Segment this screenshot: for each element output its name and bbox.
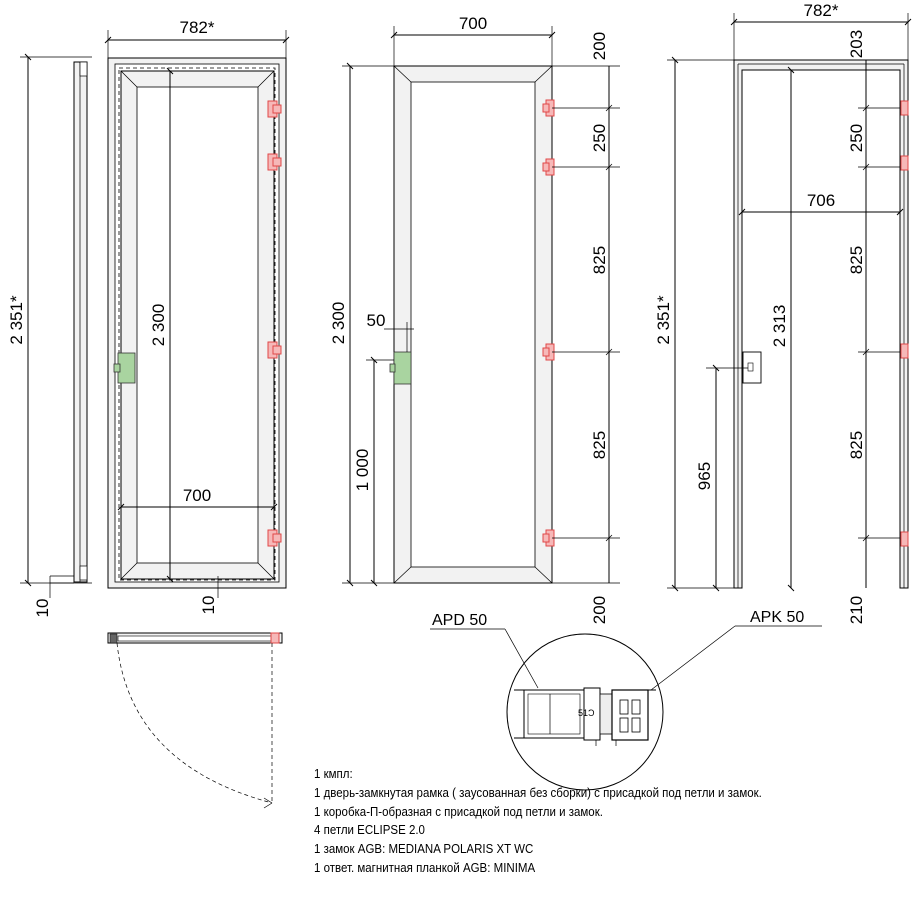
note-line: 1 ответ. магнитная планкой AGB: MINIMA — [314, 860, 536, 875]
leaf-dim-bottom: 200 — [590, 596, 609, 624]
assembly-height-dimension: 2 351* — [7, 53, 92, 587]
assembly-frame — [107, 57, 287, 589]
leaf-lock-height-label: 1 000 — [353, 449, 372, 492]
note-line: 4 петли ECLIPSE 2.0 — [314, 823, 425, 838]
leaf-dim-top: 200 — [590, 32, 609, 60]
frame-hinge-chain-dimension: 203 250 825 825 210 — [847, 30, 900, 624]
frame-hinge — [900, 343, 909, 359]
leaf-height-dimension: 2 300 — [329, 62, 394, 587]
frame-inner-width-dimension: 706 — [738, 191, 904, 216]
leaf-dim-hinge-spacing: 250 — [590, 124, 609, 152]
assembly-height-label: 2 351* — [7, 295, 26, 345]
frame-width-dimension: 782* — [730, 1, 912, 60]
assembly-leaf-width-label: 700 — [183, 486, 211, 505]
frame-inner-height-label: 2 313 — [770, 305, 789, 348]
leaf-lock-offset-label: 50 — [367, 311, 386, 330]
section-label-apk: APK 50 — [750, 609, 804, 626]
leaf-lock — [389, 351, 412, 385]
assembly-view: 782* 2 351* 2 300 700 10 10 — [7, 18, 290, 809]
frame-dim-top: 203 — [847, 30, 866, 58]
assembly-width-dimension: 782* — [104, 18, 290, 58]
section-label-apd: APD 50 — [432, 612, 487, 629]
section-profile-mark: 51Ɔ — [578, 708, 595, 718]
frame-profile — [733, 59, 909, 589]
note-line: 1 кмпл: — [314, 767, 353, 781]
assembly-hinge — [267, 100, 282, 118]
specification-notes: 1 кмпл: 1 дверь-замкнутая рамка ( заусов… — [314, 765, 914, 878]
frame-dim-hinge-spacing: 250 — [847, 124, 866, 152]
frame-dim-bottom: 210 — [847, 596, 866, 624]
note-line: 1 замок AGB: MEDIANA POLARIS XT WC — [314, 842, 534, 857]
assembly-side-profile — [73, 61, 88, 583]
assembly-hinge — [267, 341, 282, 359]
assembly-gap-bottom-label: 10 — [199, 596, 218, 615]
assembly-leaf-height-label: 2 300 — [149, 304, 168, 347]
assembly-leaf-width-dimension: 700 — [117, 486, 278, 511]
leaf-width-dimension: 700 — [390, 14, 556, 66]
frame-height-label: 2 351* — [654, 295, 673, 345]
frame-dim-lower-span: 825 — [847, 431, 866, 459]
assembly-gap-left-label: 10 — [33, 599, 52, 618]
section-profile: 51Ɔ — [514, 687, 656, 746]
section-detail: APD 50 APK 50 51Ɔ — [430, 609, 822, 791]
leaf-dim-lower-span: 825 — [590, 431, 609, 459]
frame-hinge — [900, 100, 909, 116]
frame-width-label: 782* — [804, 1, 839, 20]
assembly-leaf-height-dimension: 2 300 — [149, 67, 174, 583]
frame-hinge — [900, 531, 909, 547]
note-line: 1 коробка-П-образная с присадкой под пет… — [314, 804, 603, 819]
assembly-width-label: 782* — [180, 18, 215, 37]
leaf-hinge-chain-dimension: 200 250 825 825 200 — [552, 32, 620, 624]
frame-lock-height-label: 965 — [695, 462, 714, 490]
assembly-plan-view — [107, 632, 283, 809]
leaf-dim-upper-span: 825 — [590, 246, 609, 274]
assembly-gap-bottom-dimension: 10 — [199, 576, 219, 615]
leaf-lock-height-dimension: 1 000 — [353, 356, 394, 587]
frame-strike-plate — [742, 351, 762, 384]
leaf-lock-offset-dimension: 50 — [367, 311, 414, 352]
assembly-gap-left-dimension: 10 — [33, 575, 74, 618]
assembly-lock — [113, 352, 136, 384]
assembly-hinge — [267, 529, 282, 547]
note-line: 1 дверь-замкнутая рамка ( заусованная бе… — [314, 785, 762, 800]
frame-height-dimension: 2 351* — [654, 56, 734, 592]
leaf-frame — [393, 65, 553, 584]
frame-dim-upper-span: 825 — [847, 246, 866, 274]
frame-lock-height-dimension: 965 — [695, 364, 748, 592]
leaf-view: 700 2 300 50 1 000 — [329, 14, 620, 624]
assembly-hinge — [267, 153, 282, 171]
frame-inner-height-dimension: 2 313 — [770, 66, 795, 592]
frame-view: 782* 2 351* 2 313 706 965 — [654, 1, 912, 624]
frame-inner-width-label: 706 — [807, 191, 835, 210]
frame-hinge — [900, 155, 909, 171]
leaf-height-label: 2 300 — [329, 302, 348, 345]
leaf-width-label: 700 — [459, 14, 487, 33]
